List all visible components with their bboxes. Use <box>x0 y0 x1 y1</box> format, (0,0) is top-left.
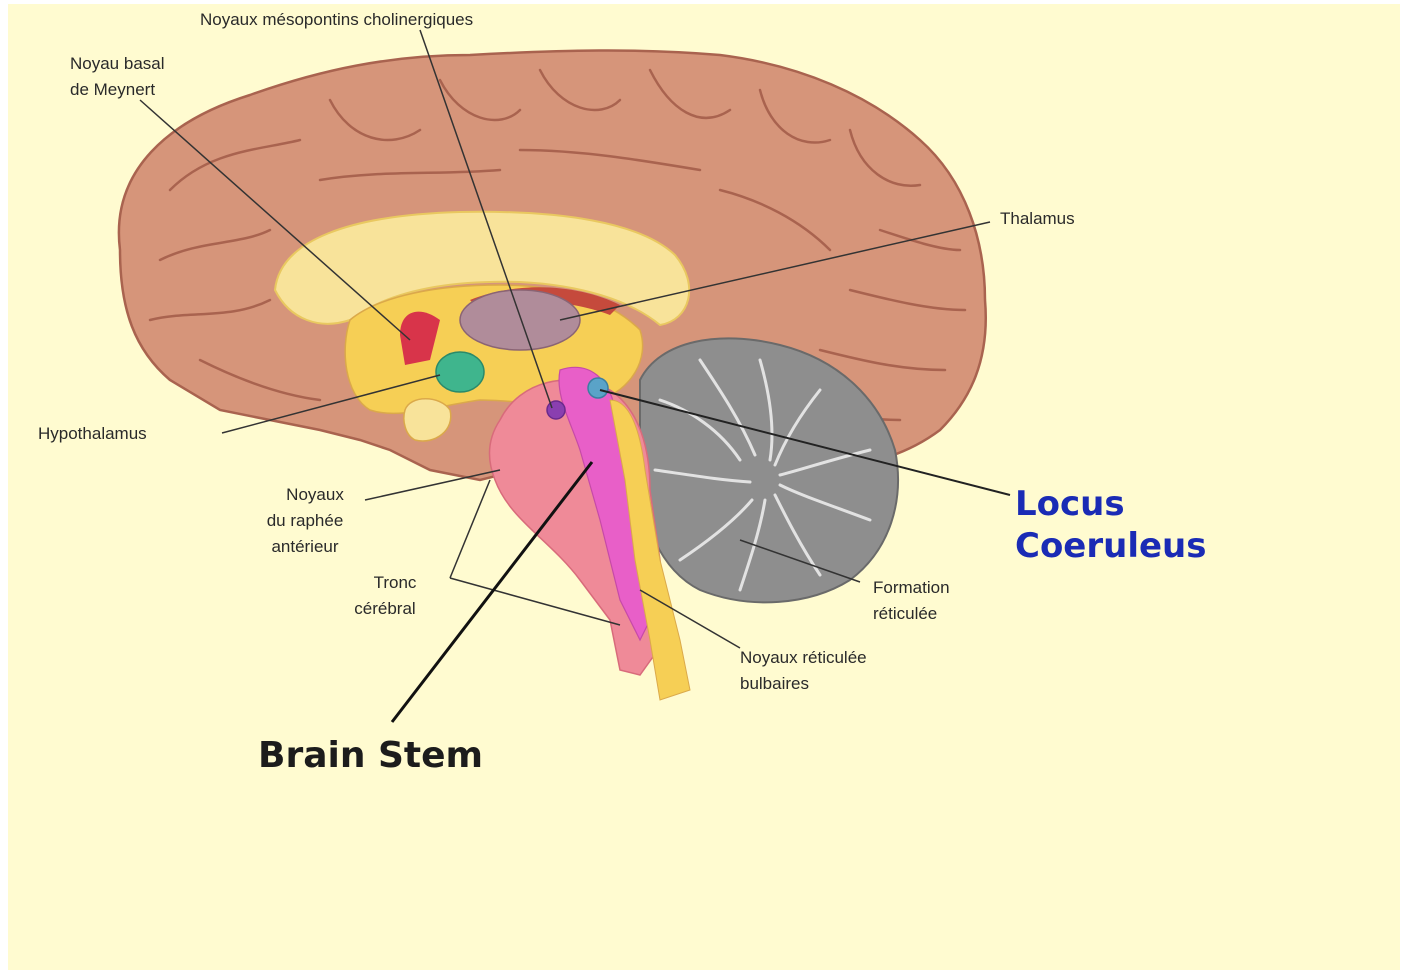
label-thalamus: Thalamus <box>1000 209 1075 229</box>
label-noyaux-reticules-line2: bulbaires <box>740 674 809 694</box>
mesopontine-dot <box>547 401 565 419</box>
label-noyau-basal-line2: de Meynert <box>70 80 155 100</box>
label-tronc-line2: cérébral <box>325 599 445 619</box>
label-brain-stem: Brain Stem <box>258 735 483 776</box>
locus-coeruleus-dot <box>588 378 608 398</box>
label-locus-line1: Locus <box>1015 484 1125 524</box>
label-formation-line1: Formation <box>873 578 950 598</box>
label-noyau-basal-line1: Noyau basal <box>70 54 165 74</box>
label-noyaux-reticules-line1: Noyaux réticulée <box>740 648 867 668</box>
label-noyaux-raphe-line1: Noyaux <box>250 485 380 505</box>
label-noyaux-raphe-line2: du raphée <box>240 511 370 531</box>
label-noyaux-mesopontins: Noyaux mésopontins cholinergiques <box>200 10 473 30</box>
label-locus-line2: Coeruleus <box>1015 526 1207 566</box>
label-tronc-line1: Tronc <box>335 573 455 593</box>
label-formation-line2: réticulée <box>873 604 937 624</box>
label-hypothalamus: Hypothalamus <box>38 424 147 444</box>
hypothalamus-region <box>436 352 484 392</box>
label-noyaux-raphe-line3: antérieur <box>240 537 370 557</box>
